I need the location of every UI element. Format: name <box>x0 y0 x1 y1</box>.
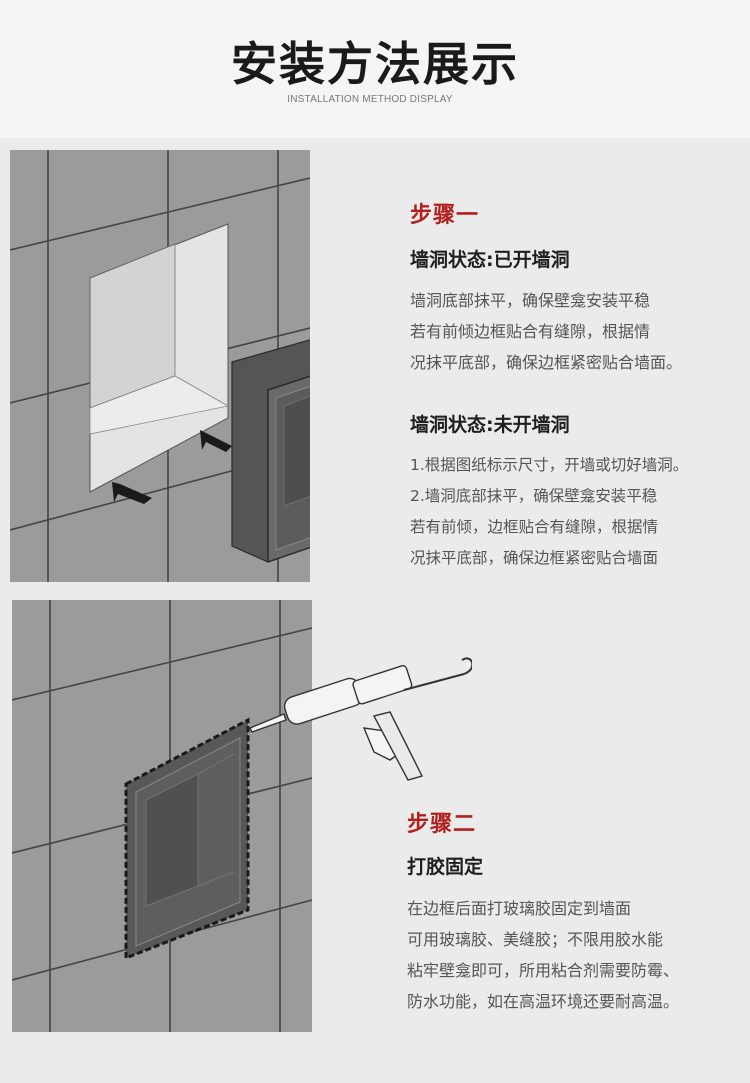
step2-description: 在边框后面打玻璃胶固定到墙面 可用玻璃胶、美缝胶；不限用胶水能 粘牢壁龛即可，所… <box>407 893 745 1017</box>
page-subtitle: INSTALLATION METHOD DISPLAY <box>287 94 453 105</box>
text-line: 墙洞底部抹平，确保壁龛安装平稳 <box>410 291 651 310</box>
step1-closed-description: 1.根据图纸标示尺寸，开墙或切好墙洞。 2.墙洞底部抹平，确保壁龛安装平稳 若有… <box>410 450 745 574</box>
text-line: 若有前倾边框贴合有缝隙，根据情 <box>410 322 651 341</box>
text-line: 2.墙洞底部抹平，确保壁龛安装平稳 <box>410 487 658 505</box>
caulk-gun-icon <box>249 657 472 781</box>
step1-open-description: 墙洞底部抹平，确保壁龛安装平稳 若有前倾边框贴合有缝隙，根据情 况抹平底部，确保… <box>410 285 745 378</box>
step2-heading: 打胶固定 <box>407 856 484 878</box>
step1-illustration <box>10 150 310 582</box>
text-line: 防水功能，如在高温环境还要耐高温。 <box>407 992 680 1011</box>
step2-label: 步骤二 <box>407 812 477 837</box>
text-line: 况抹平底部，确保边框紧密贴合墙面 <box>410 549 659 567</box>
step1-open-heading: 墙洞状态:已开墙洞 <box>410 249 570 271</box>
page-title: 安装方法展示 <box>231 37 519 91</box>
step1-closed-heading: 墙洞状态:未开墙洞 <box>410 414 570 436</box>
text-line: 况抹平底部，确保边框紧密贴合墙面。 <box>410 353 683 372</box>
text-line: 在边框后面打玻璃胶固定到墙面 <box>407 899 632 918</box>
text-line: 可用玻璃胶、美缝胶；不限用胶水能 <box>407 930 664 949</box>
header-band: 安装方法展示 INSTALLATION METHOD DISPLAY <box>0 0 750 138</box>
step2-text: 步骤二 打胶固定 在边框后面打玻璃胶固定到墙面 可用玻璃胶、美缝胶；不限用胶水能… <box>407 806 745 1017</box>
step1-label: 步骤一 <box>410 203 480 228</box>
niche-box <box>231 339 310 564</box>
text-line: 粘牢壁龛即可，所用粘合剂需要防霉、 <box>407 961 680 980</box>
text-line: 1.根据图纸标示尺寸，开墙或切好墙洞。 <box>410 456 689 474</box>
installed-niche <box>124 717 250 961</box>
step2-illustration <box>12 600 472 1032</box>
wall-recess <box>89 223 230 493</box>
arrow-icon <box>112 430 232 504</box>
text-line: 若有前倾，边框贴合有缝隙，根据情 <box>410 518 659 536</box>
step1-text: 步骤一 墙洞状态:已开墙洞 墙洞底部抹平，确保壁龛安装平稳 若有前倾边框贴合有缝… <box>410 197 745 574</box>
